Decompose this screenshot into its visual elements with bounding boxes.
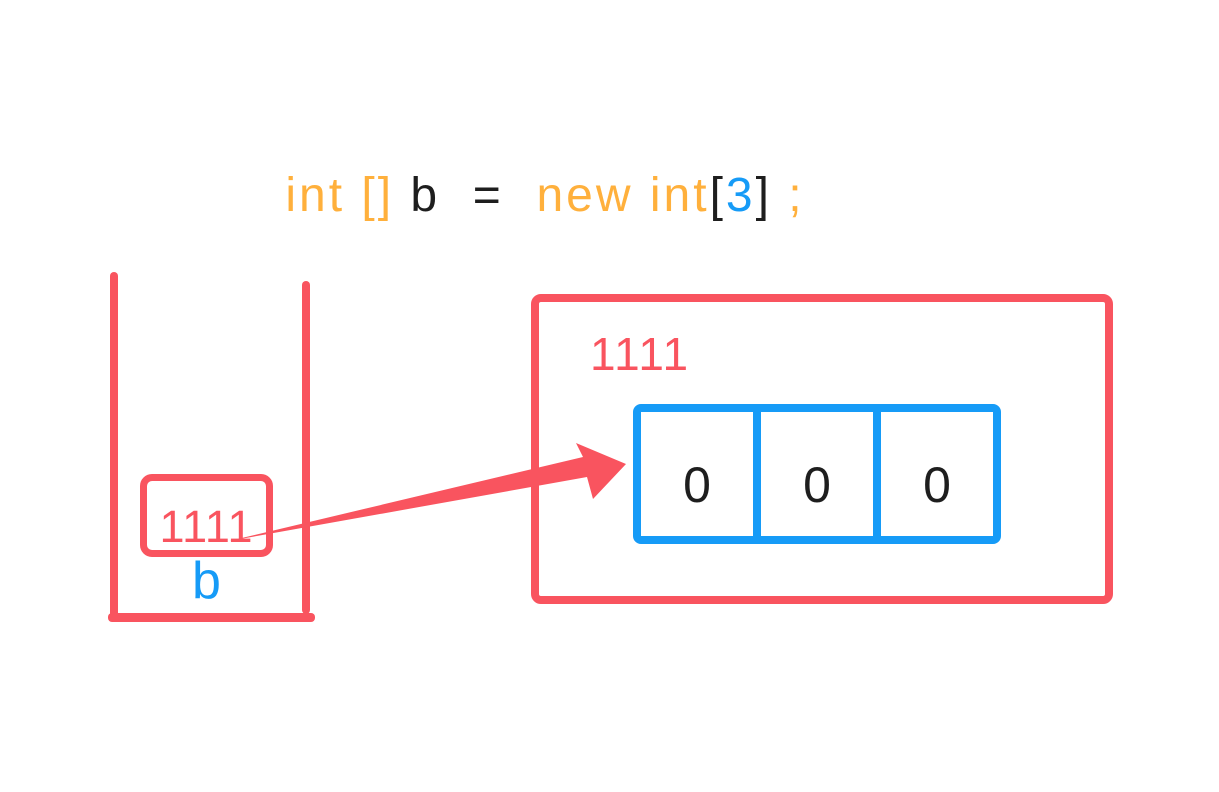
array-box: 0 0 0	[633, 404, 1001, 544]
stack-right-wall	[302, 281, 310, 614]
heap-object-address: 1111	[590, 328, 691, 380]
array-cell-2: 0	[873, 412, 993, 536]
stack-variable-box: 1111	[140, 474, 273, 557]
code-segment-new-int: new int	[536, 169, 710, 222]
code-segment-type: int []	[285, 169, 411, 222]
code-segment-close-bracket: ]	[755, 169, 772, 222]
array-cell-1: 0	[753, 412, 873, 536]
code-statement: int [] b = new int[3] ;	[220, 112, 805, 280]
code-segment-open-bracket: [	[709, 169, 726, 222]
code-segment-semicolon: ;	[771, 169, 805, 222]
stack-variable-name: b	[192, 552, 221, 610]
code-segment-var-assign: b =	[410, 169, 537, 222]
stack-bottom-wall	[108, 613, 315, 622]
stack-variable-address: 1111	[159, 501, 254, 552]
stack-left-wall	[110, 272, 118, 622]
code-segment-length: 3	[725, 169, 756, 222]
array-cell-0: 0	[683, 457, 711, 513]
